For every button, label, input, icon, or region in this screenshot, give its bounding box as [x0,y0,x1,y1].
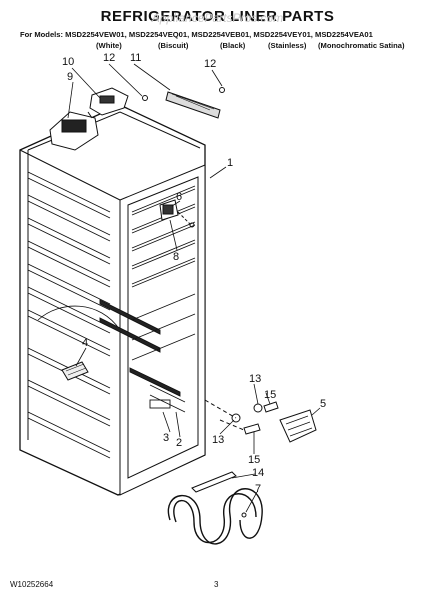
callout-8: 8 [173,251,179,263]
callout-leaders [67,63,321,513]
callout-13b: 13 [212,434,224,446]
page-title: REFRIGERATOR LINER PARTS [100,8,335,25]
models-line: For Models: MSD2254VEW01, MSD2254VEQ01, … [20,30,373,39]
screw-12 [142,87,225,101]
page-number: 3 [214,580,219,589]
color-label-black: (Black) [220,41,246,50]
watermark: AppliancePartsPros.com [151,11,284,25]
callout-13a: 13 [249,373,261,385]
vent-cover [61,361,89,381]
callout-4: 4 [82,337,88,349]
light-shield [165,91,221,119]
heater-coil [167,471,263,545]
callout-15a: 15 [264,389,276,401]
callout-labels: 10 12 11 12 9 1 6 8 4 13 15 5 3 2 13 15 … [62,52,326,495]
color-label-satina: (Monochromatic Satina) [318,41,405,50]
callout-14: 14 [252,467,264,479]
callout-12b: 12 [204,58,216,70]
callout-1: 1 [227,157,233,169]
light-housing [49,87,129,151]
callout-10: 10 [62,56,74,68]
callout-5: 5 [320,398,326,410]
callout-3: 3 [163,432,169,444]
callout-7: 7 [255,483,261,495]
back-wall-slots [99,299,186,413]
color-label-biscuit: (Biscuit) [158,41,189,50]
callout-12a: 12 [103,52,115,64]
color-label-stainless: (Stainless) [268,41,307,50]
color-label-white: (White) [96,41,122,50]
document-number: W10252664 [10,580,54,589]
callout-6: 6 [176,191,182,203]
callout-9: 9 [67,71,73,83]
left-wall-shelf-ribs [27,171,121,459]
dispenser-fittings [204,399,317,443]
callout-15b: 15 [248,454,260,466]
callout-2: 2 [176,437,182,449]
callout-11: 11 [130,52,141,64]
